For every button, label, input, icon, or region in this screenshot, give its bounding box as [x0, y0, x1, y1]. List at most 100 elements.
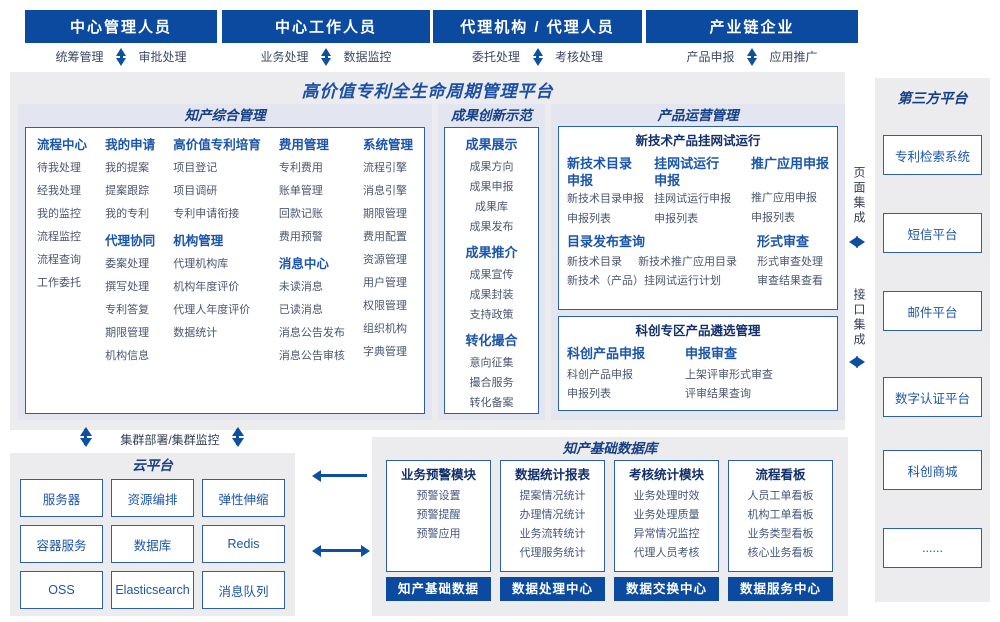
menu-item: 支持政策: [469, 309, 514, 321]
actor-tag: 应用推广: [769, 50, 818, 64]
selection-box: 科创专区产品遴选管理 科创产品申报 科创产品申报 申报列表 申报审查 上架评审形…: [558, 316, 838, 411]
menu-item: 我的监控: [37, 208, 81, 220]
group-title: 高价值专利培育: [173, 138, 261, 152]
cluster-label: 集群部署/集群监控: [120, 433, 220, 447]
menu-item: 用户管理: [362, 277, 407, 289]
section-achievements: 成果创新示范 成果展示 成果方向 成果申报 成果库 成果发布 成果推介 成果宣传…: [438, 104, 545, 420]
platform-panel: 高价值专利全生命周期管理平台 知产综合管理 流程中心 待我处理 经我处理 我的监…: [10, 72, 845, 430]
db-module-assessment: 考核统计模块 业务处理时效 业务处理质量 异常情况监控 代理人员考核 数据交换中…: [614, 460, 719, 601]
menu-item: 消息公告发布: [278, 327, 345, 339]
menu-item: 字典管理: [362, 346, 407, 358]
menu-item: 形式审查处理: [757, 256, 823, 268]
menu-item: 消息公告审核: [278, 350, 345, 362]
section-ip-management: 知产综合管理 流程中心 待我处理 经我处理 我的监控 流程监控 流程查询 工作委…: [18, 104, 432, 420]
double-arrow-horizontal-icon: [315, 549, 367, 552]
double-arrow-vertical-icon: [84, 429, 87, 445]
cloud-item: 数据库: [111, 525, 194, 563]
menu-item: 回款记账: [278, 208, 323, 220]
db-module-statistics: 数据统计报表 提案情况统计 办理情况统计 业务流转统计 代理服务统计 数据处理中…: [500, 460, 605, 601]
third-party-item: 科创商城: [883, 450, 982, 490]
column-fee-management: 费用管理 专利费用 账单管理 回款记账 费用预警 消息中心 未读消息 已读消息 …: [279, 133, 345, 408]
menu-item: 业务处理质量: [633, 509, 700, 521]
menu-item: 撮合服务: [469, 377, 514, 389]
menu-item: 组织机构: [362, 323, 407, 335]
group-catalog-query: 目录发布查询 新技术目录 新技术推广应用目录 新技术（产品）挂网试运行计划: [567, 231, 757, 291]
menu-item: 机构信息: [105, 350, 150, 362]
group-title: 申报审查: [685, 346, 738, 361]
group-title: 成果展示: [465, 137, 518, 152]
double-arrow-horizontal-icon: [852, 360, 862, 363]
actor-center-managers: 中心管理人员 统筹管理 审批处理: [25, 10, 217, 70]
group-formal-review: 形式审查 形式审查处理 审查结果查看: [757, 231, 829, 291]
menu-item: 已读消息: [278, 304, 323, 316]
cloud-item: Elasticsearch: [111, 571, 194, 609]
group-title: 转化撮合: [465, 333, 518, 348]
menu-item: 成果方向: [469, 161, 514, 173]
page-integration-label: 页面集成: [852, 166, 866, 226]
db-module-warning: 业务预警模块 预警设置 预警提醒 预警应用 知产基础数据: [386, 460, 491, 601]
menu-item: 费用配置: [362, 231, 407, 243]
double-arrow-horizontal-icon: [852, 240, 862, 243]
subsection-title: 新技术产品挂网试运行: [635, 134, 761, 148]
menu-item: 专利申请衔接: [173, 208, 240, 220]
menu-item: 提案跟踪: [105, 185, 150, 197]
menu-item: 业务类型看板: [747, 528, 814, 540]
menu-item: 资源管理: [362, 254, 407, 266]
column-new-tech-catalog: 新技术目录申报 新技术目录申报 申报列表: [567, 152, 650, 229]
menu-item: 办理情况统计: [519, 509, 586, 521]
cloud-item: 资源编排: [111, 479, 194, 517]
menu-item: 挂网试运行申报: [654, 193, 732, 205]
menu-item: 转化备案: [469, 397, 514, 409]
column-patent-cultivation: 高价值专利培育 项目登记 项目调研 专利申请衔接 机构管理 代理机构库 机构年度…: [173, 133, 261, 408]
section-title: 知产综合管理: [184, 108, 266, 123]
module-title: 流程看板: [755, 468, 806, 482]
actor-tag: 委托处理: [471, 50, 520, 64]
menu-item: 代理人员考核: [633, 547, 700, 559]
menu-item: 推广应用申报: [750, 192, 817, 204]
cloud-item: OSS: [20, 571, 103, 609]
group-title: 新技术目录申报: [567, 156, 633, 188]
group-title: 挂网试运行申报: [654, 156, 720, 188]
menu-item: 专利答复: [105, 304, 150, 316]
column-declaration-review: 申报审查 上架评审形式审查 评审结果查询: [685, 342, 829, 404]
actor-tag: 业务处理: [260, 50, 309, 64]
menu-item: 代理服务统计: [519, 547, 586, 559]
menu-item: 核心业务看板: [747, 547, 814, 559]
group-title: 目录发布查询: [567, 234, 646, 249]
menu-item: 新技术目录申报: [567, 193, 644, 205]
group-title: 科创产品申报: [567, 346, 646, 361]
menu-item: 申报列表: [567, 388, 611, 400]
column-online-trial: 挂网试运行申报 挂网试运行申报 申报列表: [654, 152, 747, 229]
menu-item: 意向征集: [469, 357, 514, 369]
menu-item: 成果库: [475, 201, 508, 213]
column-my-application: 我的申请 我的提案 提案跟踪 我的专利 代理协同 委案处理 撰写处理 专利答复 …: [105, 133, 155, 408]
section-title: 云平台: [132, 458, 173, 473]
menu-item: 项目登记: [173, 162, 218, 174]
ip-database-panel: 知产基础数据库 业务预警模块 预警设置 预警提醒 预警应用 知产基础数据 数据统…: [372, 437, 848, 616]
group-title: 成果推介: [465, 245, 518, 260]
menu-item: 代理人年度评价: [173, 304, 251, 316]
cloud-item: 容器服务: [20, 525, 103, 563]
menu-item: 业务处理时效: [633, 490, 700, 502]
double-arrow-vertical-icon: [750, 50, 754, 63]
subsection-title: 科创专区产品遴选管理: [635, 324, 761, 338]
group-title: 费用管理: [278, 138, 329, 152]
menu-item: 委案处理: [105, 258, 150, 270]
group-title: 推广应用申报: [750, 156, 829, 171]
menu-item: 代理机构库: [173, 258, 229, 270]
trial-run-box: 新技术产品挂网试运行 新技术目录申报 新技术目录申报 申报列表 挂网试运行申报 …: [558, 126, 838, 310]
group-title: 流程中心: [37, 138, 88, 152]
group-title: 代理协同: [105, 234, 156, 248]
ip-management-box: 流程中心 待我处理 经我处理 我的监控 流程监控 流程查询 工作委托 我的申请 …: [25, 127, 425, 414]
menu-item: 数据统计: [173, 327, 218, 339]
section-title: 第三方平台: [897, 90, 968, 106]
third-party-item: 数字认证平台: [883, 377, 982, 417]
menu-item: 业务流转统计: [519, 528, 586, 540]
section-title: 知产基础数据库: [562, 441, 658, 456]
menu-item: 费用预警: [278, 231, 323, 243]
menu-item: 成果宣传: [469, 269, 514, 281]
db-module-kanban: 流程看板 人员工单看板 机构工单看板 业务类型看板 核心业务看板 数据服务中心: [728, 460, 833, 601]
api-integration-label: 接口集成: [852, 288, 866, 348]
group-title: 形式审查: [757, 234, 810, 249]
